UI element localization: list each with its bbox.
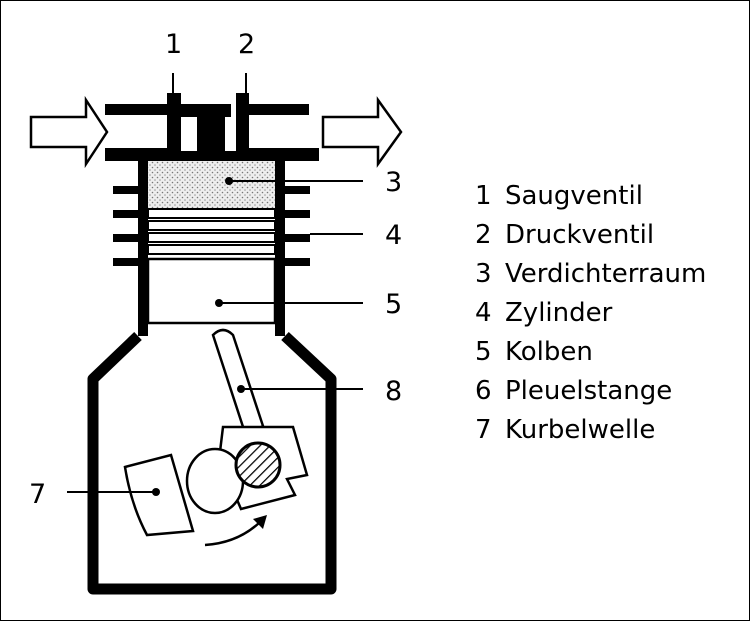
suction-valve	[167, 93, 181, 161]
callout-1: 1	[165, 29, 182, 60]
callout-8: 8	[385, 376, 402, 407]
cylinder-walls	[138, 151, 285, 336]
crankpin	[234, 441, 282, 489]
piston	[146, 257, 277, 325]
crankcase	[87, 331, 337, 595]
rotation-arrow	[204, 522, 260, 547]
callout-7: 7	[29, 479, 46, 510]
callout-5: 5	[385, 289, 402, 320]
rotation-arrowhead	[253, 515, 267, 529]
piston-rings	[147, 208, 276, 255]
cooling-fins	[113, 186, 310, 266]
leader-lines	[67, 73, 363, 493]
inlet-arrow	[29, 95, 109, 169]
crank-hub	[185, 447, 245, 515]
leader-dots	[152, 177, 245, 496]
callout-3: 3	[385, 167, 402, 198]
connecting-rod	[211, 328, 265, 438]
pressure-valve	[236, 93, 249, 161]
callout-2: 2	[238, 29, 255, 60]
callout-4: 4	[385, 220, 402, 251]
outlet-arrow	[321, 96, 403, 168]
crank-counterweight	[123, 453, 195, 537]
cylinder-head	[105, 104, 319, 161]
compression-chamber	[147, 161, 275, 209]
